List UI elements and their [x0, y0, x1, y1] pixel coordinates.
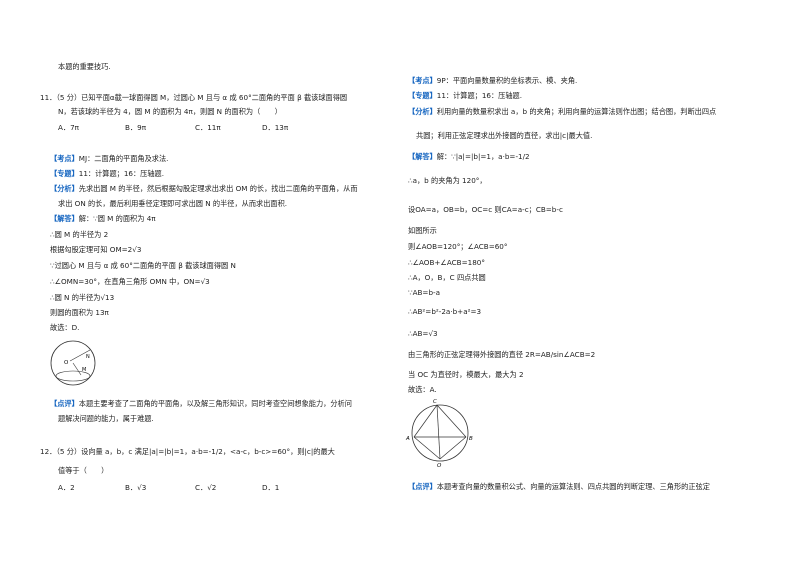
q12-option-b: B．√3 [125, 483, 147, 492]
q12-fenxi-line2: 共圆；利用正弦定理求出外接圆的直径，求出|c|最大值. [416, 131, 593, 140]
kaodian-text: 9P：平面向量数量积的坐标表示、模、夹角. [436, 76, 578, 85]
fenxi-tag: 【分析】 [50, 184, 79, 193]
q12-option-c: C．√2 [195, 483, 217, 492]
q11-choose: 故选：D. [50, 323, 80, 332]
q11-jieda: 【解答】解：∵圆 M 的面积为 4π [50, 214, 156, 224]
jieda-text: 解：∵圆 M 的面积为 4π [78, 214, 156, 223]
q12-fenxi: 【分析】利用向量的数量积求出 a，b 的夹角；利用向量的运算法则作出图；结合图，… [408, 107, 716, 117]
q11-fenxi-line2: 求出 ON 的长，最后利用垂径定理即可求出圆 N 的半径，从而求出面积. [58, 199, 288, 208]
fenxi-text-1: 先求出圆 M 的半径，然后根据勾股定理求出求出 OM 的长，找出二面角的平面角，… [78, 184, 358, 193]
jieda-tag: 【解答】 [408, 152, 437, 161]
q11-option-a: A．7π [58, 123, 80, 132]
q11-fenxi: 【分析】先求出圆 M 的半径，然后根据勾股定理求出求出 OM 的长，找出二面角的… [50, 184, 358, 194]
q11-zhuanti: 【专题】11：计算题；16：压轴题. [50, 169, 164, 179]
q12-dianping: 【点评】本题考查向量的数量积公式、向量的运算法则、四点共圆的判断定理、三角形的正… [408, 482, 710, 492]
q11-step4: ∴∠OMN=30°，在直角三角形 OMN 中，ON=√3 [50, 277, 210, 286]
kaodian-tag: 【考点】 [408, 76, 437, 85]
fig-label-o: O [437, 463, 442, 469]
q12-step10: 由三角形的正弦定理得外接圆的直径 2R=AB/sin∠ACB=2 [408, 350, 596, 359]
q12-option-a: A．2 [58, 483, 75, 492]
zhuanti-tag: 【专题】 [408, 91, 437, 100]
q12-circle-figure: C A B O [405, 399, 473, 469]
q11-kaodian: 【考点】MJ：二面角的平面角及求法. [50, 154, 168, 164]
q11-stem-line2: N，若该球的半径为 4，圆 M 的面积为 4π，则圆 N 的面积为（ ） [58, 107, 282, 116]
zhuanti-text: 11：计算题；16：压轴题. [436, 91, 523, 100]
q12-step9: ∴AB=√3 [408, 329, 438, 338]
zhuanti-tag: 【专题】 [50, 169, 79, 178]
q11-step1: ∴圆 M 的半径为 2 [50, 230, 109, 239]
q11-dianping: 【点评】本题主要考查了二面角的平面角，以及解三角形知识，同时考查空间想象能力，分… [50, 399, 352, 409]
q12-step11: 当 OC 为直径时，模最大，最大为 2 [408, 370, 524, 379]
q12-kaodian: 【考点】9P：平面向量数量积的坐标表示、模、夹角. [408, 76, 577, 86]
fenxi-text-1: 利用向量的数量积求出 a，b 的夹角；利用向量的运算法则作出图；结合图，判断出四… [436, 107, 717, 116]
q12-step3: 如图所示 [408, 226, 437, 235]
q11-step5: ∴圆 N 的半径为√13 [50, 293, 115, 302]
fig-label-m: M [82, 367, 86, 373]
q12-option-d: D．1 [262, 483, 280, 492]
q12-stem-line2: 值等于（ ） [58, 466, 109, 475]
q12-zhuanti: 【专题】11：计算题；16：压轴题. [408, 91, 522, 101]
q12-step8: ∴AB²=b²-2a·b+a²=3 [408, 307, 482, 316]
q12-step2: 设OA=a，OB=b，OC=c 则CA=a-c；CB=b-c [408, 205, 563, 214]
q12-step7: ∵AB=b-a [408, 288, 441, 297]
q12-step1: ∴a，b 的夹角为 120°， [408, 176, 487, 185]
fig-label-b: B [469, 436, 473, 442]
prev-solution-tail: 本题的重要技巧. [58, 62, 111, 71]
q11-option-d: D．13π [262, 123, 289, 132]
q12-stem-line1: 12．（5 分）设向量 a，b，c 满足|a|=|b|=1，a·b=-1/2，<… [40, 447, 335, 456]
fig-label-n: N [86, 354, 90, 360]
dianping-tag: 【点评】 [408, 482, 437, 491]
q11-sphere-figure: O M N [50, 340, 96, 386]
q11-step2: 根据勾股定理可知 OM=2√3 [50, 245, 142, 254]
kaodian-tag: 【考点】 [50, 154, 79, 163]
fig-label-c: C [433, 399, 437, 405]
q12-step6: ∴A，O，B，C 四点共圆 [408, 273, 486, 282]
fig-label-o: O [64, 360, 69, 366]
fenxi-tag: 【分析】 [408, 107, 437, 116]
q12-step4: 则∠AOB=120°；∠ACB=60° [408, 242, 508, 251]
q11-step3: ∵过圆心 M 且与 α 成 60°二面角的平面 β 截该球面得圆 N [50, 261, 236, 270]
q12-step5: ∴∠AOB+∠ACB=180° [408, 258, 485, 267]
dianping-tag: 【点评】 [50, 399, 79, 408]
q12-choose: 故选：A. [408, 385, 437, 394]
q11-option-c: C．11π [195, 123, 221, 132]
dianping-text-1: 本题主要考查了二面角的平面角，以及解三角形知识，同时考查空间想象能力，分析问 [78, 399, 352, 408]
q12-jieda: 【解答】解：∵|a|=|b|=1，a·b=-1/2 [408, 152, 530, 162]
q11-step6: 则圆的面积为 13π [50, 308, 109, 317]
dianping-text: 本题考查向量的数量积公式、向量的运算法则、四点共圆的判断定理、三角形的正弦定 [436, 482, 710, 491]
q11-stem-line1: 11．（5 分）已知平面α截一球面得圆 M，过圆心 M 且与 α 成 60°二面… [40, 93, 348, 102]
jieda-text: 解：∵|a|=|b|=1，a·b=-1/2 [436, 152, 530, 161]
zhuanti-text: 11：计算题；16：压轴题. [78, 169, 165, 178]
kaodian-text: MJ：二面角的平面角及求法. [78, 154, 169, 163]
jieda-tag: 【解答】 [50, 214, 79, 223]
q11-dianping-line2: 题解决问题的能力，属于难题. [58, 414, 154, 423]
fig-label-a: A [405, 436, 410, 442]
q11-option-b: B．9π [125, 123, 147, 132]
